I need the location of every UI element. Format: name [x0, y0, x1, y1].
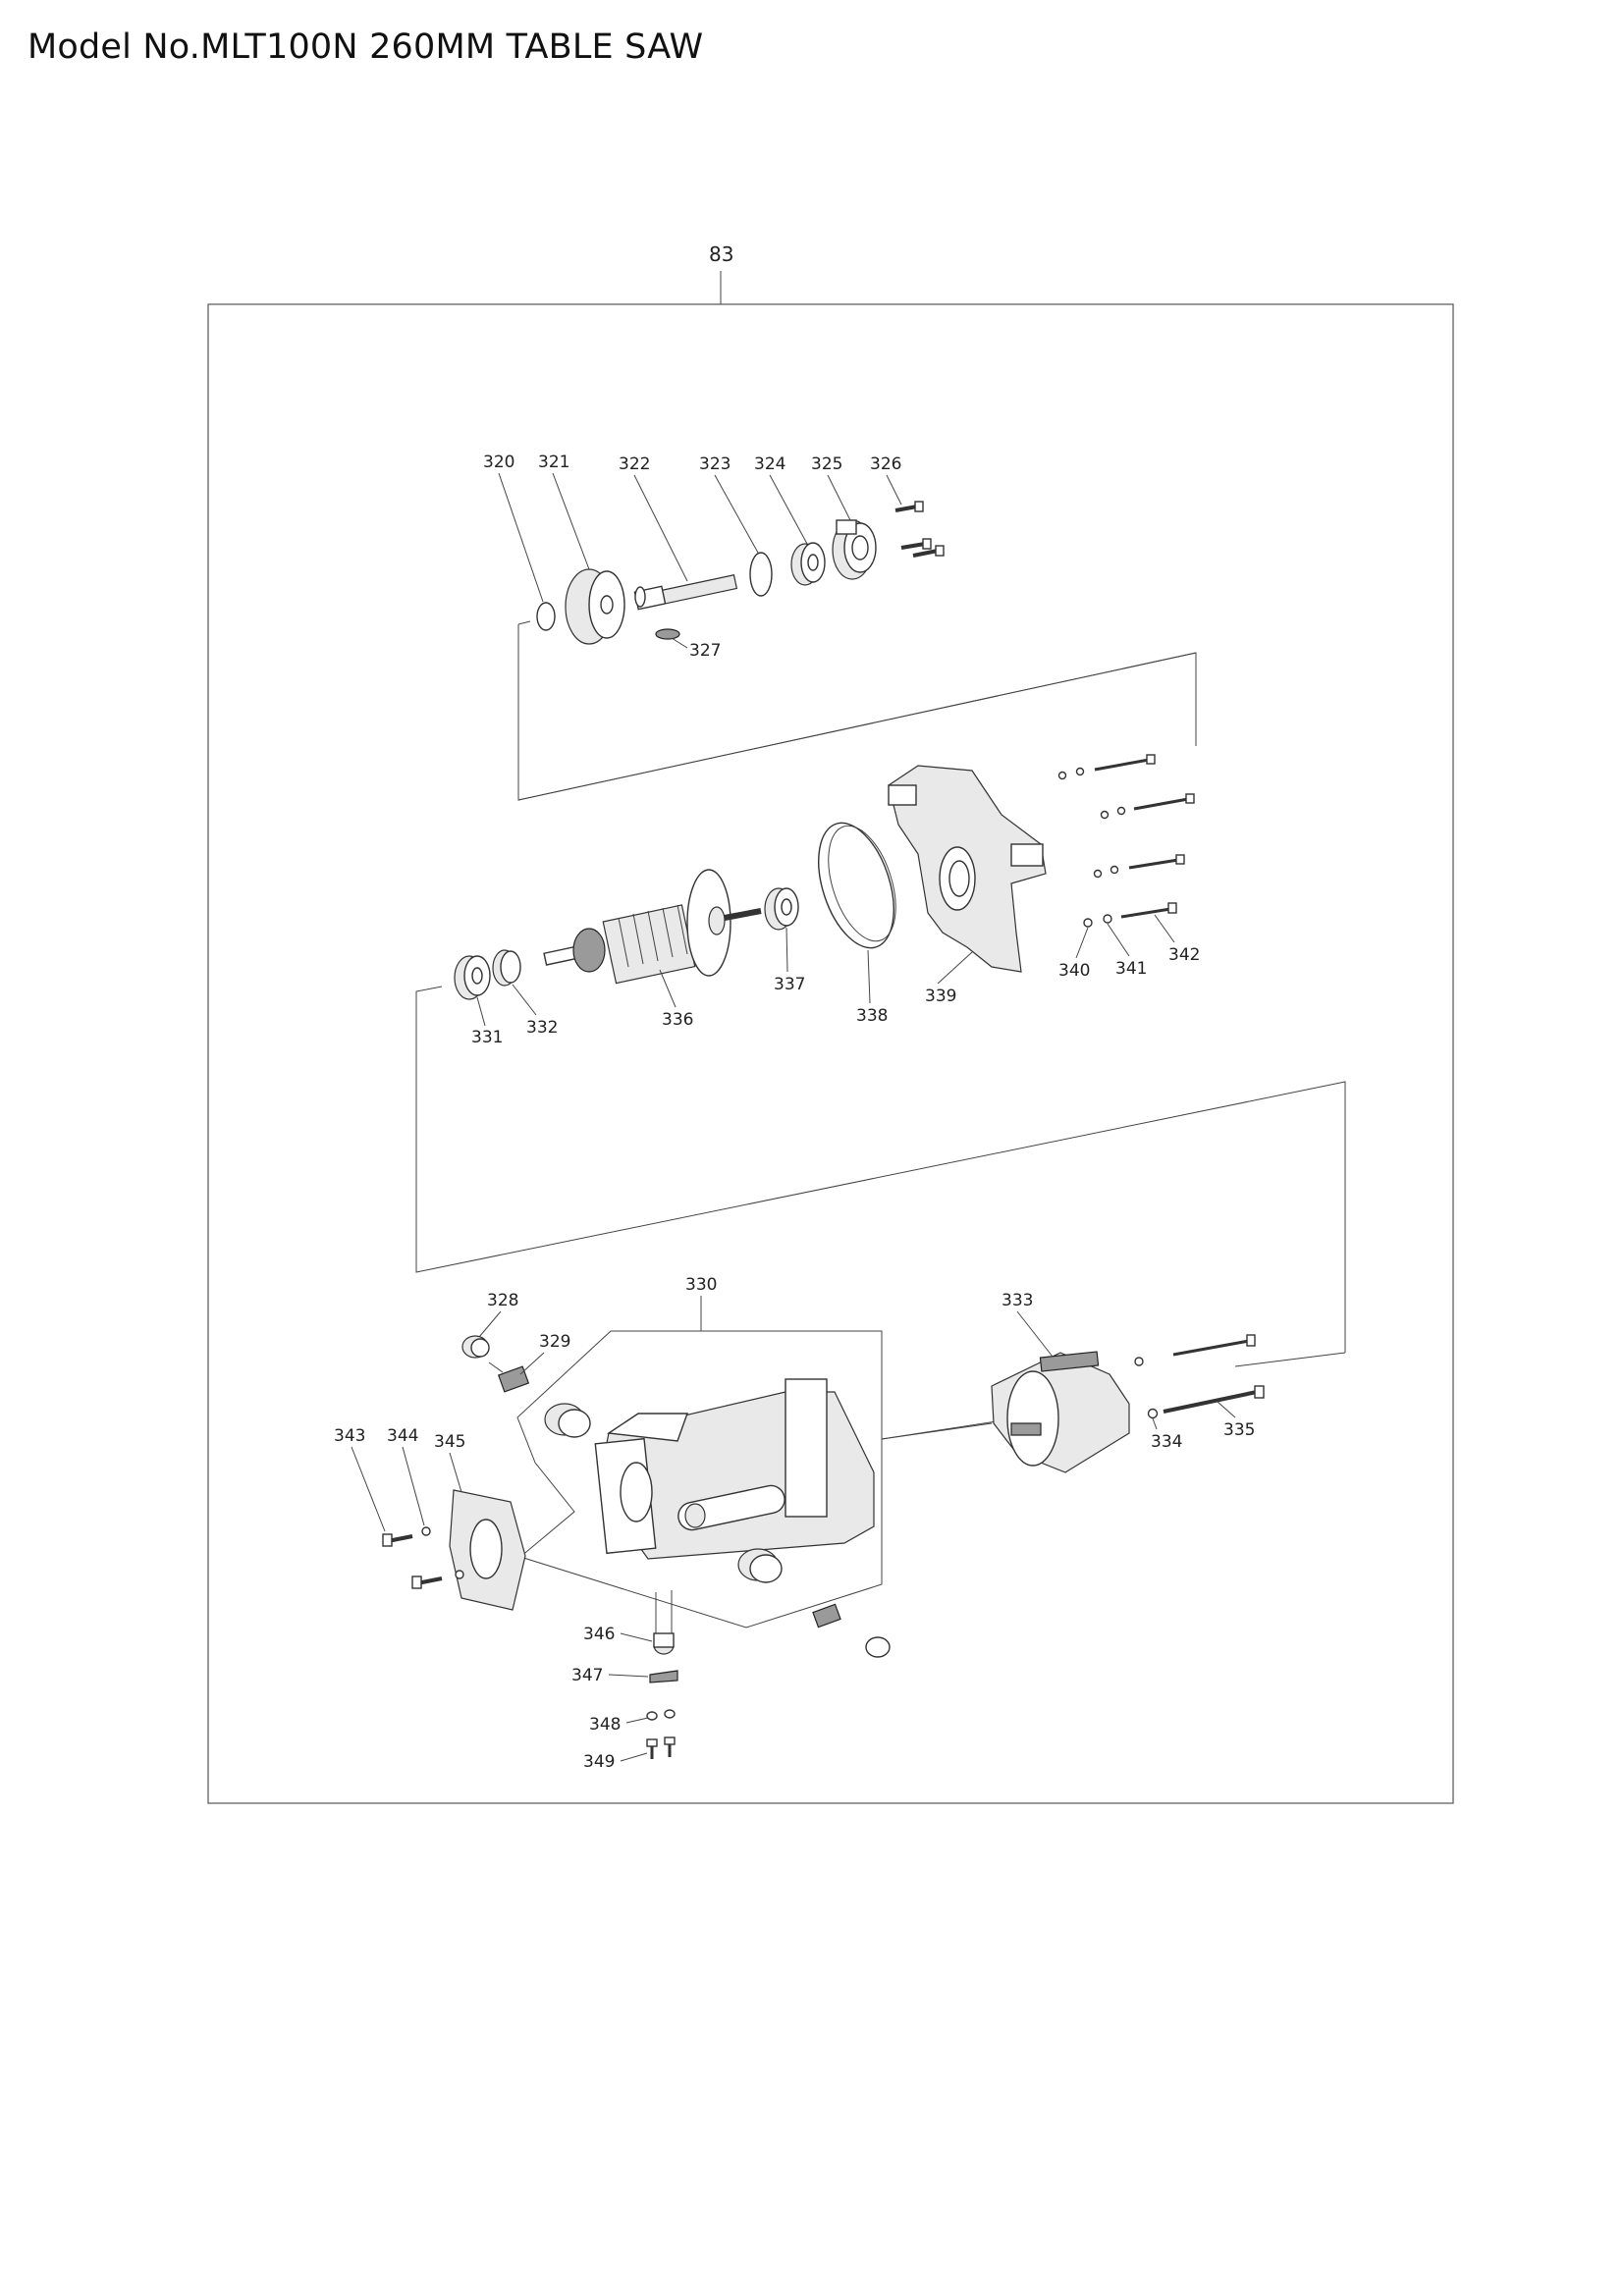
callout-325: 325	[811, 454, 842, 474]
callout-346: 346	[583, 1625, 615, 1644]
callout-323: 323	[699, 454, 731, 474]
part-339-housing	[888, 765, 1047, 973]
callout-324: 324	[754, 454, 785, 474]
armature-assembly	[454, 754, 1195, 1000]
part-325-bearing-holder	[832, 519, 877, 580]
callout-345: 345	[434, 1432, 465, 1452]
part-324-bearing	[790, 542, 826, 586]
callout-337: 337	[774, 975, 805, 994]
part-320-snap-ring	[536, 602, 556, 631]
part-330-motor-housing	[594, 1378, 875, 1560]
callout-321: 321	[538, 453, 569, 472]
group-number-label: 83	[709, 242, 733, 266]
part-333-stator	[991, 1351, 1130, 1473]
part-345-plate	[449, 1489, 526, 1611]
callout-334: 334	[1151, 1432, 1182, 1452]
carbon-brush-lower	[812, 1603, 841, 1629]
part-329-carbon-brush	[488, 1362, 530, 1393]
part-343-344-screws	[382, 1526, 464, 1589]
callout-342: 342	[1168, 945, 1200, 965]
callout-320: 320	[483, 453, 514, 472]
part-332-washer	[492, 949, 521, 987]
part-322-shaft	[633, 574, 738, 611]
callout-344: 344	[387, 1426, 418, 1446]
callout-347: 347	[571, 1666, 603, 1685]
callout-327: 327	[689, 641, 721, 661]
callout-322: 322	[619, 454, 650, 474]
part-337-bearing	[764, 887, 799, 931]
part-346-349-stack	[646, 1590, 678, 1759]
diagram-frame	[207, 303, 1454, 1804]
brush-cap-lower	[865, 1636, 891, 1658]
callout-333: 333	[1001, 1291, 1033, 1310]
part-323-circlip	[749, 552, 773, 597]
brush-holder-bottom	[737, 1548, 783, 1583]
callout-332: 332	[526, 1018, 558, 1038]
callout-331: 331	[471, 1028, 503, 1047]
part-336-armature	[543, 869, 762, 985]
part-340-342-screws	[1057, 754, 1195, 928]
callout-343: 343	[334, 1426, 365, 1446]
part-326-screws	[894, 501, 945, 558]
part-331-bearing	[454, 955, 491, 1000]
page-title: Model No.MLT100N 260MM TABLE SAW	[27, 27, 704, 67]
callout-329: 329	[539, 1332, 570, 1352]
shaft-assembly	[536, 501, 945, 645]
callout-341: 341	[1115, 959, 1147, 979]
callout-339: 339	[925, 987, 956, 1006]
callout-328: 328	[487, 1291, 518, 1310]
brush-holder-top	[544, 1403, 591, 1438]
callout-348: 348	[589, 1715, 621, 1735]
callout-340: 340	[1058, 961, 1090, 981]
part-334-335-screws	[1134, 1334, 1265, 1419]
callout-349: 349	[583, 1752, 615, 1772]
callout-330: 330	[685, 1275, 717, 1295]
callout-335: 335	[1223, 1420, 1255, 1440]
callout-338: 338	[856, 1006, 888, 1026]
callout-326: 326	[870, 454, 901, 474]
part-328-brush-cap	[461, 1335, 490, 1359]
part-327-key	[655, 628, 680, 640]
callout-336: 336	[662, 1010, 693, 1030]
part-338-band	[818, 822, 896, 949]
